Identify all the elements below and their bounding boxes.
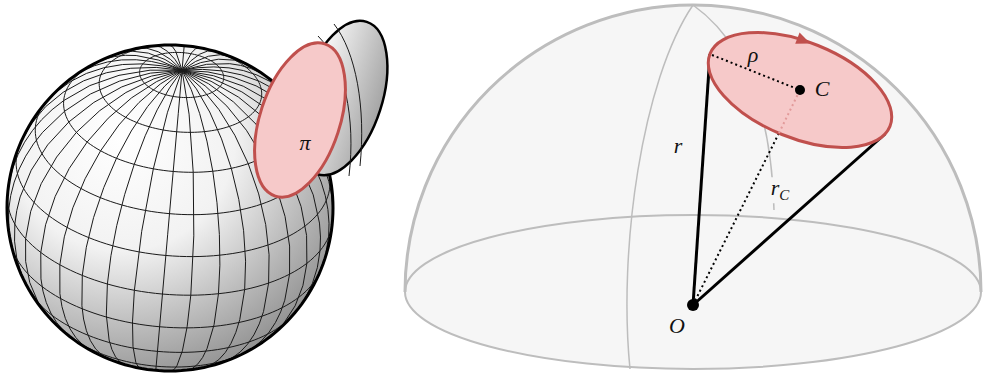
node-outline [695,25,905,160]
node-outline [250,30,350,210]
meridian-line [627,5,693,369]
circle-disk: ρC [695,25,905,160]
radius-label: r [674,135,683,157]
tangent-plane: π [250,30,350,210]
center-label: C [815,78,830,100]
plane-shape [237,32,363,209]
center-distance-line [779,90,800,133]
center-distance-line [693,133,779,305]
hemisphere-outline [405,5,981,292]
cone-line [693,134,885,305]
radius-label: ρ [748,44,759,66]
hemisphere-fill [405,5,981,369]
origin-point [687,299,699,311]
circle-disk [692,9,908,171]
center-point [795,85,805,95]
origin-label: O [669,315,685,337]
plane-label: π [299,132,310,154]
cone-line [693,54,710,305]
orientation-arrow [795,33,810,44]
distance-label: rC [769,177,792,203]
